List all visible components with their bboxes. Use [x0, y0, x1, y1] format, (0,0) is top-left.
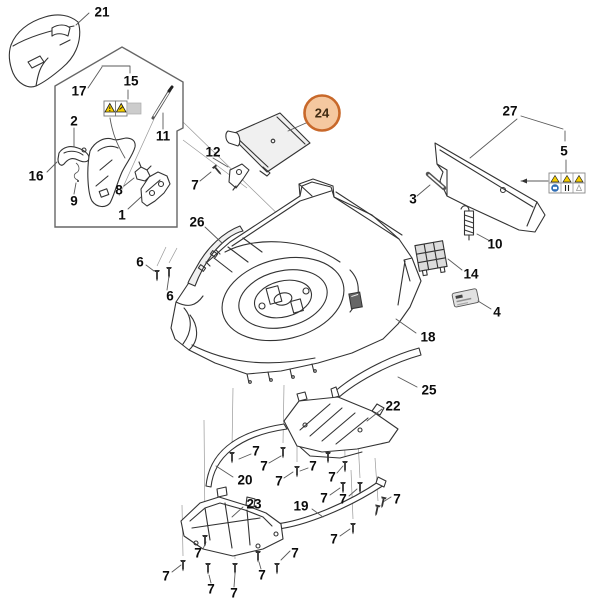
part-callout-5[interactable]: 5: [560, 144, 568, 159]
warning-triangle-icon: [550, 174, 584, 183]
screw-icon: [294, 466, 300, 478]
screw-icon: [378, 496, 387, 509]
part-callout-26[interactable]: 26: [189, 215, 205, 230]
part-23-base-plate: [180, 486, 284, 557]
part-callout-3[interactable]: 3: [409, 192, 417, 207]
part-callout-7[interactable]: 7: [194, 546, 202, 561]
read-manual-icon: [551, 184, 559, 192]
part-17-deflector-housing: [87, 137, 136, 208]
part-callout-25[interactable]: 25: [421, 383, 437, 398]
highlight-circle[interactable]: [303, 94, 341, 132]
screw-icon: [342, 461, 348, 473]
part-callout-7[interactable]: 7: [252, 444, 260, 459]
bystander-distance-icon: [564, 185, 570, 191]
screw-icon: [280, 447, 286, 459]
safety-label-15: [103, 100, 142, 117]
callouts-layer: 21 17 15 2 11 16 9 8 1 12 7 26 6 6 27 5 3 10 14 4 18 25 22 20 23…: [28, 5, 568, 601]
part-14-grate: [414, 240, 448, 277]
part-callout-12[interactable]: 12: [205, 145, 220, 160]
screw-icon: [274, 563, 280, 575]
leader-arrowhead: [521, 178, 527, 184]
part-27-rear-flap: [434, 142, 546, 233]
part-callout-7[interactable]: 7: [309, 459, 317, 474]
part-callout-7[interactable]: 7: [258, 568, 266, 583]
blade-hazard-icon: [575, 184, 583, 191]
part-callout-1[interactable]: 1: [118, 208, 126, 223]
highlight-label: 24: [315, 106, 330, 121]
detail-box: [54, 46, 184, 228]
highlighted-part-badge[interactable]: 24: [303, 94, 341, 132]
leader-lines: [46, 12, 567, 588]
part-callout-6[interactable]: 6: [136, 255, 144, 270]
label-logo-block: [455, 294, 463, 299]
part-callout-7[interactable]: 7: [291, 546, 299, 561]
safety-label-5: [548, 172, 586, 194]
part-callout-7[interactable]: 7: [162, 569, 170, 584]
part-callout-4[interactable]: 4: [493, 305, 501, 320]
screw-icon: [166, 267, 172, 279]
part-callout-10[interactable]: 10: [487, 237, 502, 252]
part-callout-7[interactable]: 7: [393, 492, 401, 507]
part-9-spring-clip: [73, 162, 80, 182]
part-19-molding: [275, 476, 387, 530]
screw-icon: [372, 504, 381, 517]
part-26-trim: [187, 225, 244, 287]
part-callout-7[interactable]: 7: [320, 491, 328, 506]
part-callout-7[interactable]: 7: [191, 178, 199, 193]
part-22-deflector: [283, 391, 399, 459]
part-2-lever: [57, 146, 90, 166]
part-callout-17[interactable]: 17: [71, 84, 86, 99]
part-12-latch: [228, 163, 250, 191]
part-callout-16[interactable]: 16: [28, 169, 44, 184]
part-24-mulch-plug: [225, 112, 311, 177]
part-callout-7[interactable]: 7: [260, 459, 268, 474]
part-callout-23[interactable]: 23: [246, 497, 262, 512]
warning-triangle-cut-hazard-icon: [115, 102, 127, 113]
screw-icon: [350, 523, 356, 535]
warning-triangle-exclamation-icon: [104, 102, 116, 113]
part-callout-15[interactable]: 15: [123, 74, 139, 89]
part-18-housing-deck: [170, 178, 422, 384]
part-callout-7[interactable]: 7: [230, 586, 238, 601]
screw-icon: [255, 551, 261, 563]
part-callout-2[interactable]: 2: [70, 114, 78, 129]
part-callout-7[interactable]: 7: [328, 470, 336, 485]
part-3-hinge-pin: [425, 171, 447, 191]
screw-icon: [229, 452, 235, 464]
part-callout-20[interactable]: 20: [237, 473, 252, 488]
part-callout-22[interactable]: 22: [385, 399, 400, 414]
part-callout-21[interactable]: 21: [94, 5, 110, 20]
part-11-rod: [151, 85, 174, 120]
screw-icon: [154, 270, 160, 282]
part-callout-6[interactable]: 6: [166, 289, 174, 304]
part-callout-14[interactable]: 14: [463, 267, 479, 282]
part-21-cover: [8, 14, 81, 88]
part-callout-7[interactable]: 7: [339, 492, 347, 507]
part-callout-19[interactable]: 19: [293, 499, 308, 514]
screw-icon: [205, 563, 211, 575]
deck-small-box: [348, 291, 363, 310]
part-callout-18[interactable]: 18: [420, 330, 436, 345]
part-25-molding: [330, 347, 422, 399]
label-tab: [126, 102, 142, 115]
part-4-information-label: [451, 288, 480, 308]
part-10-spring: [460, 205, 475, 241]
part-callout-8[interactable]: 8: [115, 183, 123, 198]
part-callout-9[interactable]: 9: [70, 194, 78, 209]
part-20-molding: [205, 423, 288, 488]
part-callout-7[interactable]: 7: [330, 532, 338, 547]
screw-icon: [232, 563, 238, 575]
part-callout-7[interactable]: 7: [275, 474, 283, 489]
part-callout-27[interactable]: 27: [502, 104, 517, 119]
part-callout-7[interactable]: 7: [207, 582, 215, 597]
screw-icon: [180, 560, 186, 572]
part-1-bracket: [140, 171, 171, 207]
part-callout-11[interactable]: 11: [156, 129, 171, 144]
